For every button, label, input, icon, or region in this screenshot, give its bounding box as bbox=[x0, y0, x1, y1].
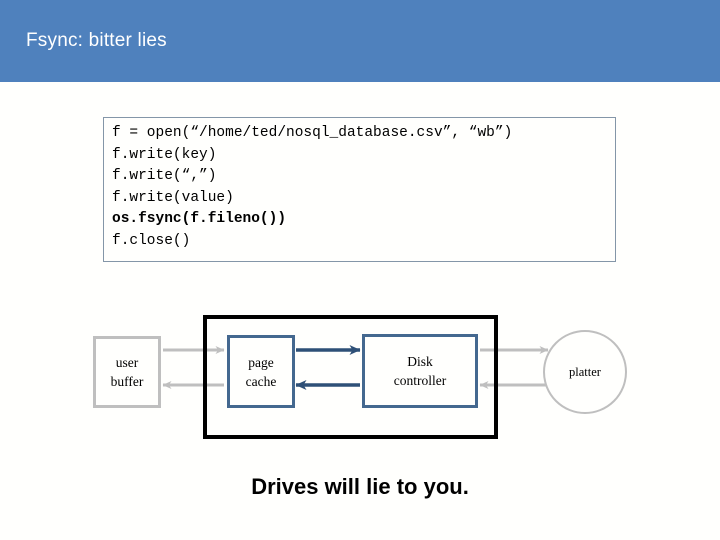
code-line-fsync: os.fsync(f.fileno()) bbox=[112, 211, 287, 227]
node-disk-controller-label-line2: controller bbox=[393, 373, 447, 388]
node-user-buffer-label-line2: buffer bbox=[110, 374, 144, 389]
code-line: f.write(key) bbox=[112, 146, 217, 163]
node-page-cache-label-line2: cache bbox=[245, 373, 277, 389]
node-platter-label: platter bbox=[569, 364, 601, 379]
slide-header-banner bbox=[0, 0, 720, 82]
node-disk-controller: Disk controller bbox=[362, 334, 478, 408]
code-line: f = open(“/home/ted/nosql_database.csv”,… bbox=[112, 125, 513, 141]
code-line: f.write(“,”) bbox=[112, 168, 217, 184]
node-user-buffer-label-line1: user bbox=[115, 355, 139, 370]
node-disk-controller-label-line1: Disk bbox=[407, 354, 433, 369]
slide-caption: Drives will lie to you. bbox=[251, 474, 469, 499]
code-block: f = open(“/home/ted/nosql_database.csv”,… bbox=[103, 117, 616, 262]
node-platter: platter bbox=[543, 330, 627, 414]
page-title: Fsync: bitter lies bbox=[26, 30, 167, 51]
node-user-buffer: user buffer bbox=[93, 336, 161, 408]
code-line: f.write(value) bbox=[112, 189, 234, 206]
code-line: f.close() bbox=[112, 232, 191, 249]
node-page-cache-label-line1: page bbox=[248, 354, 274, 370]
kernel-device-enclosure bbox=[203, 315, 498, 439]
node-page-cache: page cache bbox=[227, 335, 295, 408]
